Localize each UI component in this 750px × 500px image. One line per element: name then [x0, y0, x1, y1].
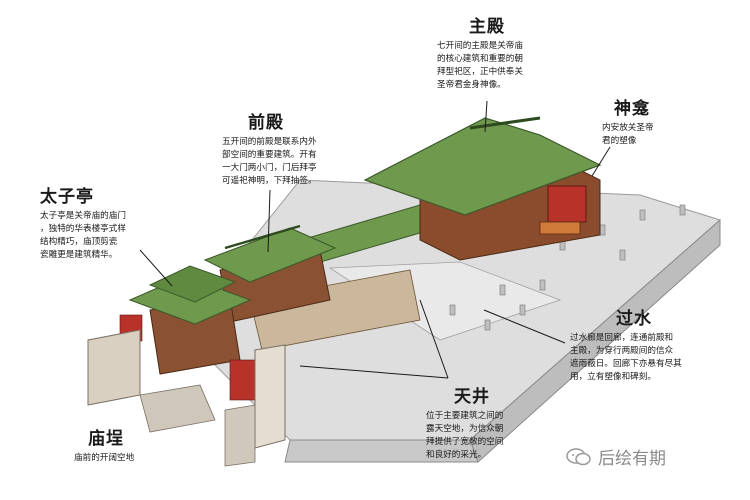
- label-prince-pavilion: 太子亭 太子亭是关帝庙的庙门 ，独特的华表楼亭式样 结构精巧，庙顶剪瓷 瓷雕更是…: [40, 182, 160, 262]
- wechat-icon: [566, 447, 591, 465]
- entrance-stairs: [139, 384, 216, 433]
- side-corridor-wall: [249, 269, 421, 351]
- shrine-altar: [539, 221, 581, 235]
- label-desc: 庙前的开阔空地: [74, 453, 135, 463]
- label-title: 神龛: [614, 99, 650, 119]
- label-desc: 太子亭是关帝庙的庙门 ，独特的华表楼亭式样 结构精巧，庙顶剪瓷 瓷雕更是建筑精华…: [40, 211, 126, 260]
- label-desc: 过水廊是回廊，连通前殿和 主殿，为穿行两殿间的信众 遮雨蔽日。回廊下亦悬有尽其 …: [570, 333, 682, 382]
- label-desc: 内安放关圣帝 君的塑像: [602, 123, 654, 146]
- label-forecourt: 庙埕 庙前的开阔空地: [74, 424, 184, 465]
- label-title: 庙埕: [88, 429, 124, 449]
- boundary-wall-front: [254, 344, 286, 449]
- boundary-wall-left: [87, 329, 141, 406]
- stone-pedestal: [224, 404, 256, 467]
- label-desc: 七开间的主殿是关帝庙 的核心建筑和重要的朝 拜型祀区，正中供奉关 圣帝君金身神像…: [437, 41, 523, 90]
- label-title: 前殿: [248, 113, 284, 133]
- shrine-niche: [547, 185, 587, 223]
- label-title: 主殿: [469, 17, 505, 37]
- main-hall-roof: [363, 117, 602, 216]
- label-front-hall: 前殿 五开间的前殿是联系内外 部空间的重要建筑。开有 一大门两小门，门后拜亭 可…: [222, 108, 360, 188]
- front-hall-ridge: [224, 224, 301, 250]
- label-courtyard: 天井 位于主要建筑之间的 露天空地，为信众朝 拜提供了宽敞的空间 和良好的采光。: [426, 382, 536, 462]
- front-red-wall: [229, 359, 257, 401]
- label-title: 过水: [616, 309, 652, 329]
- watermark-text: 后绘有期: [598, 449, 666, 469]
- label-title: 太子亭: [40, 187, 94, 207]
- label-shrine: 神龛 内安放关圣帝 君的塑像: [602, 94, 682, 148]
- pavilion-roof-upper: [148, 265, 237, 303]
- label-desc: 五开间的前殿是联系内外 部空间的重要建筑。开有 一大门两小门，门后拜亭 可遥祀神…: [222, 137, 317, 186]
- label-main-hall: 主殿 七开间的主殿是关帝庙 的核心建筑和重要的朝 拜型祀区，正中供奉关 圣帝君金…: [437, 12, 557, 92]
- watermark: 后绘有期: [566, 444, 666, 469]
- front-hall-roof: [203, 227, 337, 283]
- main-hall-ridge: [469, 116, 541, 130]
- leader-lines: [139, 100, 611, 379]
- label-desc: 位于主要建筑之间的 露天空地，为信众朝 拜提供了宽敞的空间 和良好的采光。: [426, 411, 504, 460]
- label-passage: 过水 过水廊是回廊，连通前殿和 主殿，为穿行两殿间的信众 遮雨蔽日。回廊下亦悬有…: [570, 304, 710, 384]
- label-title: 天井: [454, 387, 490, 407]
- platform-front-wall: [284, 439, 479, 463]
